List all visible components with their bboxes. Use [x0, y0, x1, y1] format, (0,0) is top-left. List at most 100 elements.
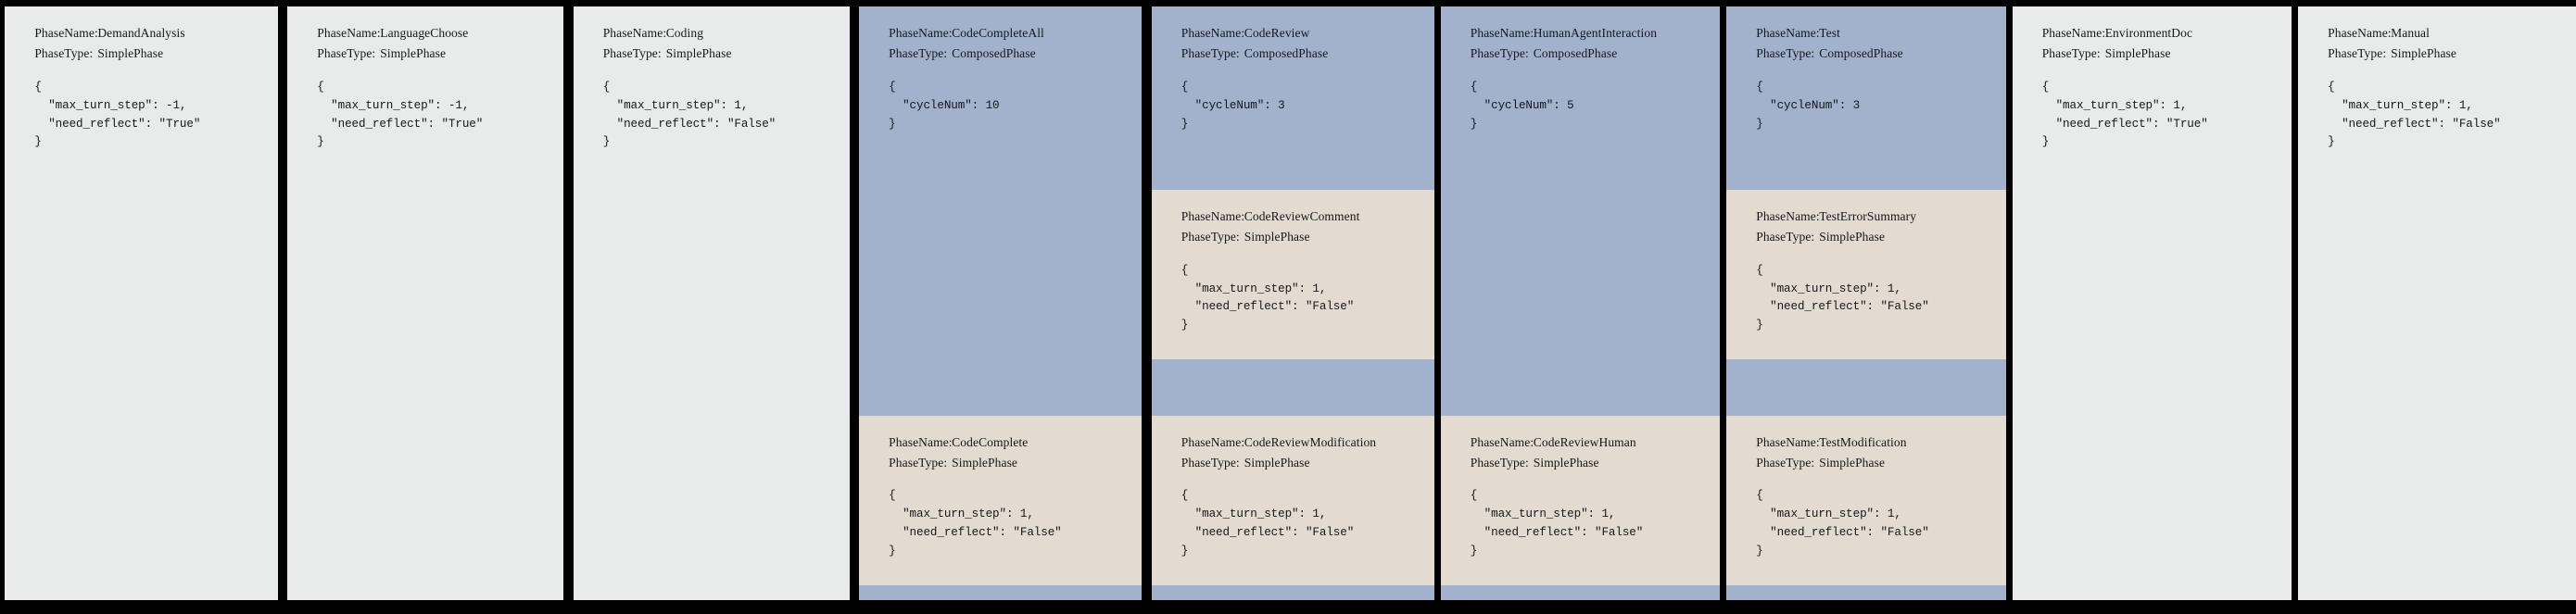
phase-name-row: PhaseName:Coding	[574, 23, 850, 44]
subphase-type-label: PhaseType:	[1181, 455, 1240, 470]
phase-name-row: PhaseName:EnvironmentDoc	[2013, 23, 2292, 44]
phase-type-row: PhaseType:SimplePhase	[2013, 44, 2292, 64]
phase-config-json: { "max_turn_step": 1, "need_reflect": "T…	[2041, 80, 2208, 149]
panel-separator	[277, 0, 288, 614]
phase-type-value: SimplePhase	[2104, 45, 2171, 60]
subphase-name-label: PhaseName:	[1181, 434, 1245, 449]
phase-type-value: ComposedPhase	[1819, 45, 1903, 60]
phase-type-label: PhaseType:	[2328, 45, 2387, 60]
phase-name-value: CodeReview	[1244, 26, 1310, 40]
phase-type-row: PhaseType:SimplePhase	[574, 44, 850, 64]
phase-type-row: PhaseType: SimplePhase	[2298, 44, 2576, 64]
subphase-name-label: PhaseName:	[1470, 434, 1534, 449]
phase-name-row: PhaseName:CodeReview	[1152, 23, 1434, 44]
phase-type-value: SimplePhase	[665, 45, 732, 60]
phase-type-row: PhaseType:SimplePhase	[287, 44, 563, 64]
subphase-type-label: PhaseType:	[1470, 455, 1529, 470]
composed-header-spacer	[1726, 133, 2005, 190]
phase-name-label: PhaseName:	[889, 26, 953, 40]
subphase-type-value: SimplePhase	[1819, 229, 1886, 244]
panel-filler	[2298, 152, 2576, 600]
board-left-margin	[0, 0, 6, 614]
phase-type-value: ComposedPhase	[1533, 45, 1618, 60]
subphase-type-label: PhaseType:	[889, 455, 948, 470]
phase-type-row: PhaseType:SimplePhase	[5, 44, 277, 64]
subphase-type-value: SimplePhase	[952, 455, 1018, 470]
panel-separator	[1720, 0, 1727, 614]
phase-name-label: PhaseName:	[34, 26, 98, 40]
subphase-name-value: CodeReviewComment	[1244, 208, 1360, 223]
subphase-type-label: PhaseType:	[1756, 455, 1815, 470]
phase-type-row: PhaseType:ComposedPhase	[859, 44, 1142, 64]
subphase-name-label: PhaseName:	[889, 434, 953, 449]
phase-type-label: PhaseType:	[317, 45, 376, 60]
panel-separator	[563, 0, 574, 614]
phase-config-json: { "cycleNum": 3 }	[1756, 80, 1861, 131]
phase-type-row: PhaseType: ComposedPhase	[1441, 44, 1720, 64]
phase-type-label: PhaseType:	[1756, 45, 1815, 60]
subphase-gap	[1726, 585, 2006, 600]
phase-name-label: PhaseName:	[317, 26, 381, 40]
subphase-name-row: PhaseName:TestModification	[1726, 432, 2005, 453]
phase-name-row: PhaseName:DemandAnalysis	[5, 23, 277, 44]
subphase-type-row: PhaseType:SimplePhase	[1441, 453, 1720, 473]
subphase-type-row: PhaseType: SimplePhase	[859, 453, 1142, 473]
subphase-config-json: { "max_turn_step": 1, "need_reflect": "F…	[889, 489, 1062, 558]
subphase-name-row: PhaseName:CodeComplete	[859, 432, 1142, 453]
composed-header-spacer	[1441, 133, 1720, 415]
panel-filler	[574, 152, 850, 600]
subphase-config-json: { "max_turn_step": 1, "need_reflect": "F…	[1181, 263, 1355, 332]
phase-type-label: PhaseType:	[1470, 45, 1529, 60]
phase-name-value: CodeCompleteAll	[952, 26, 1044, 40]
phase-type-label: PhaseType:	[34, 45, 94, 60]
subphase-type-value: SimplePhase	[1244, 455, 1310, 470]
phase-name-label: PhaseName:	[602, 26, 667, 40]
subphase-type-label: PhaseType:	[1756, 229, 1815, 244]
phase-type-row: PhaseType: ComposedPhase	[1726, 44, 2005, 64]
phase-type-value: SimplePhase	[2391, 45, 2457, 60]
phase-name-row: PhaseName:Test	[1726, 23, 2005, 44]
panel-separator	[1142, 0, 1152, 614]
phase-type-label: PhaseType:	[2041, 45, 2101, 60]
phase-type-label: PhaseType:	[602, 45, 662, 60]
subphase-gap	[1440, 585, 1721, 600]
subphase-config-json: { "max_turn_step": 1, "need_reflect": "F…	[1470, 489, 1644, 558]
subphase-gap	[859, 585, 1143, 600]
phase-name-value: Coding	[665, 26, 704, 40]
phase-config-json: { "max_turn_step": -1, "need_reflect": "…	[317, 80, 484, 149]
subphase-name-row: PhaseName:CodeReviewHuman	[1441, 432, 1720, 453]
phase-name-label: PhaseName:	[1756, 26, 1820, 40]
phase-name-label: PhaseName:	[2041, 26, 2106, 40]
subphase-type-value: SimplePhase	[1244, 229, 1310, 244]
phase-type-label: PhaseType:	[1181, 45, 1240, 60]
composed-header-spacer	[1152, 133, 1434, 190]
phase-name-row: PhaseName:Manual	[2298, 23, 2576, 44]
phase-config-json: { "cycleNum": 5 }	[1470, 80, 1574, 131]
phase-type-value: ComposedPhase	[952, 45, 1036, 60]
phase-type-value: ComposedPhase	[1244, 45, 1329, 60]
subphase-name-label: PhaseName:	[1756, 208, 1820, 223]
phase-name-value: DemandAnalysis	[97, 26, 185, 40]
subphase-name-value: CodeReviewModification	[1244, 434, 1377, 449]
